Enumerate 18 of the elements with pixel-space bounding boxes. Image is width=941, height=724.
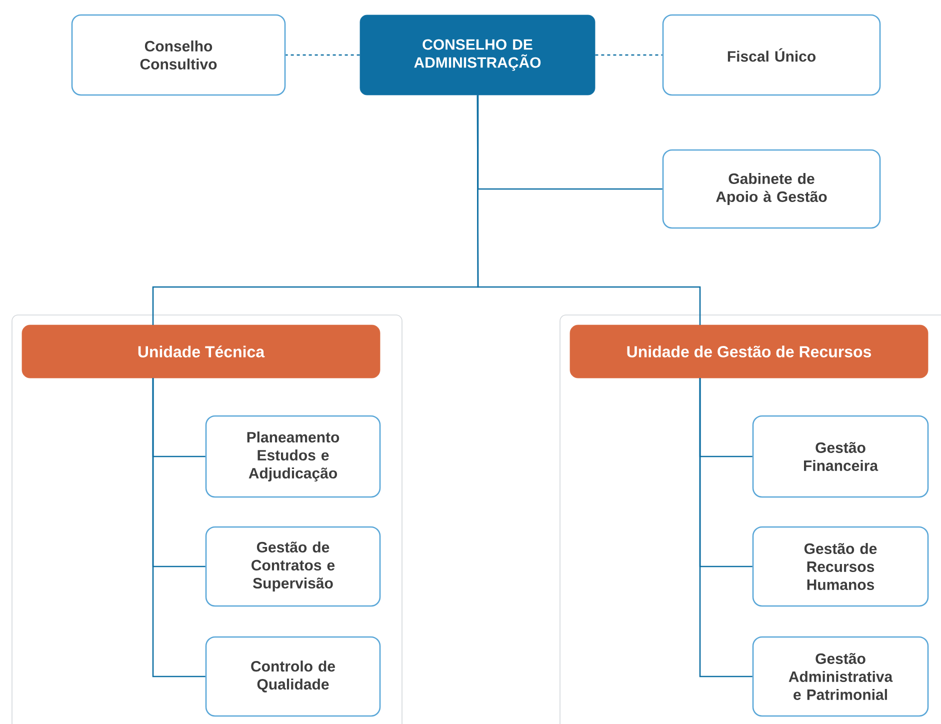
board-box: CONSELHO DE ADMINISTRAÇÃO — [360, 14, 596, 96]
org-box: Gestão Administrativa e Patrimonial — [752, 636, 929, 717]
org-box: Gestão Financeira — [752, 415, 929, 498]
org-box: Fiscal Único — [662, 14, 881, 96]
org-box: Planeamento Estudos e Adjudicação — [205, 415, 381, 498]
org-box: Gestão de Contratos e Supervisão — [205, 526, 381, 607]
connector-line — [699, 378, 752, 678]
org-box: Gestão de Recursos Humanos — [752, 526, 929, 607]
connector-line — [477, 95, 662, 190]
connector-line — [595, 54, 662, 56]
org-box: Controlo de Qualidade — [205, 636, 381, 717]
connector-line — [476, 95, 701, 325]
unit-box: Unidade Técnica — [22, 324, 380, 378]
unit-box: Unidade de Gestão de Recursos — [570, 324, 928, 378]
connector-line — [152, 378, 206, 678]
org-box: Conselho Consultivo — [71, 14, 286, 96]
org-box: Gabinete de Apoio à Gestão — [662, 149, 881, 229]
connector-line — [286, 54, 360, 56]
